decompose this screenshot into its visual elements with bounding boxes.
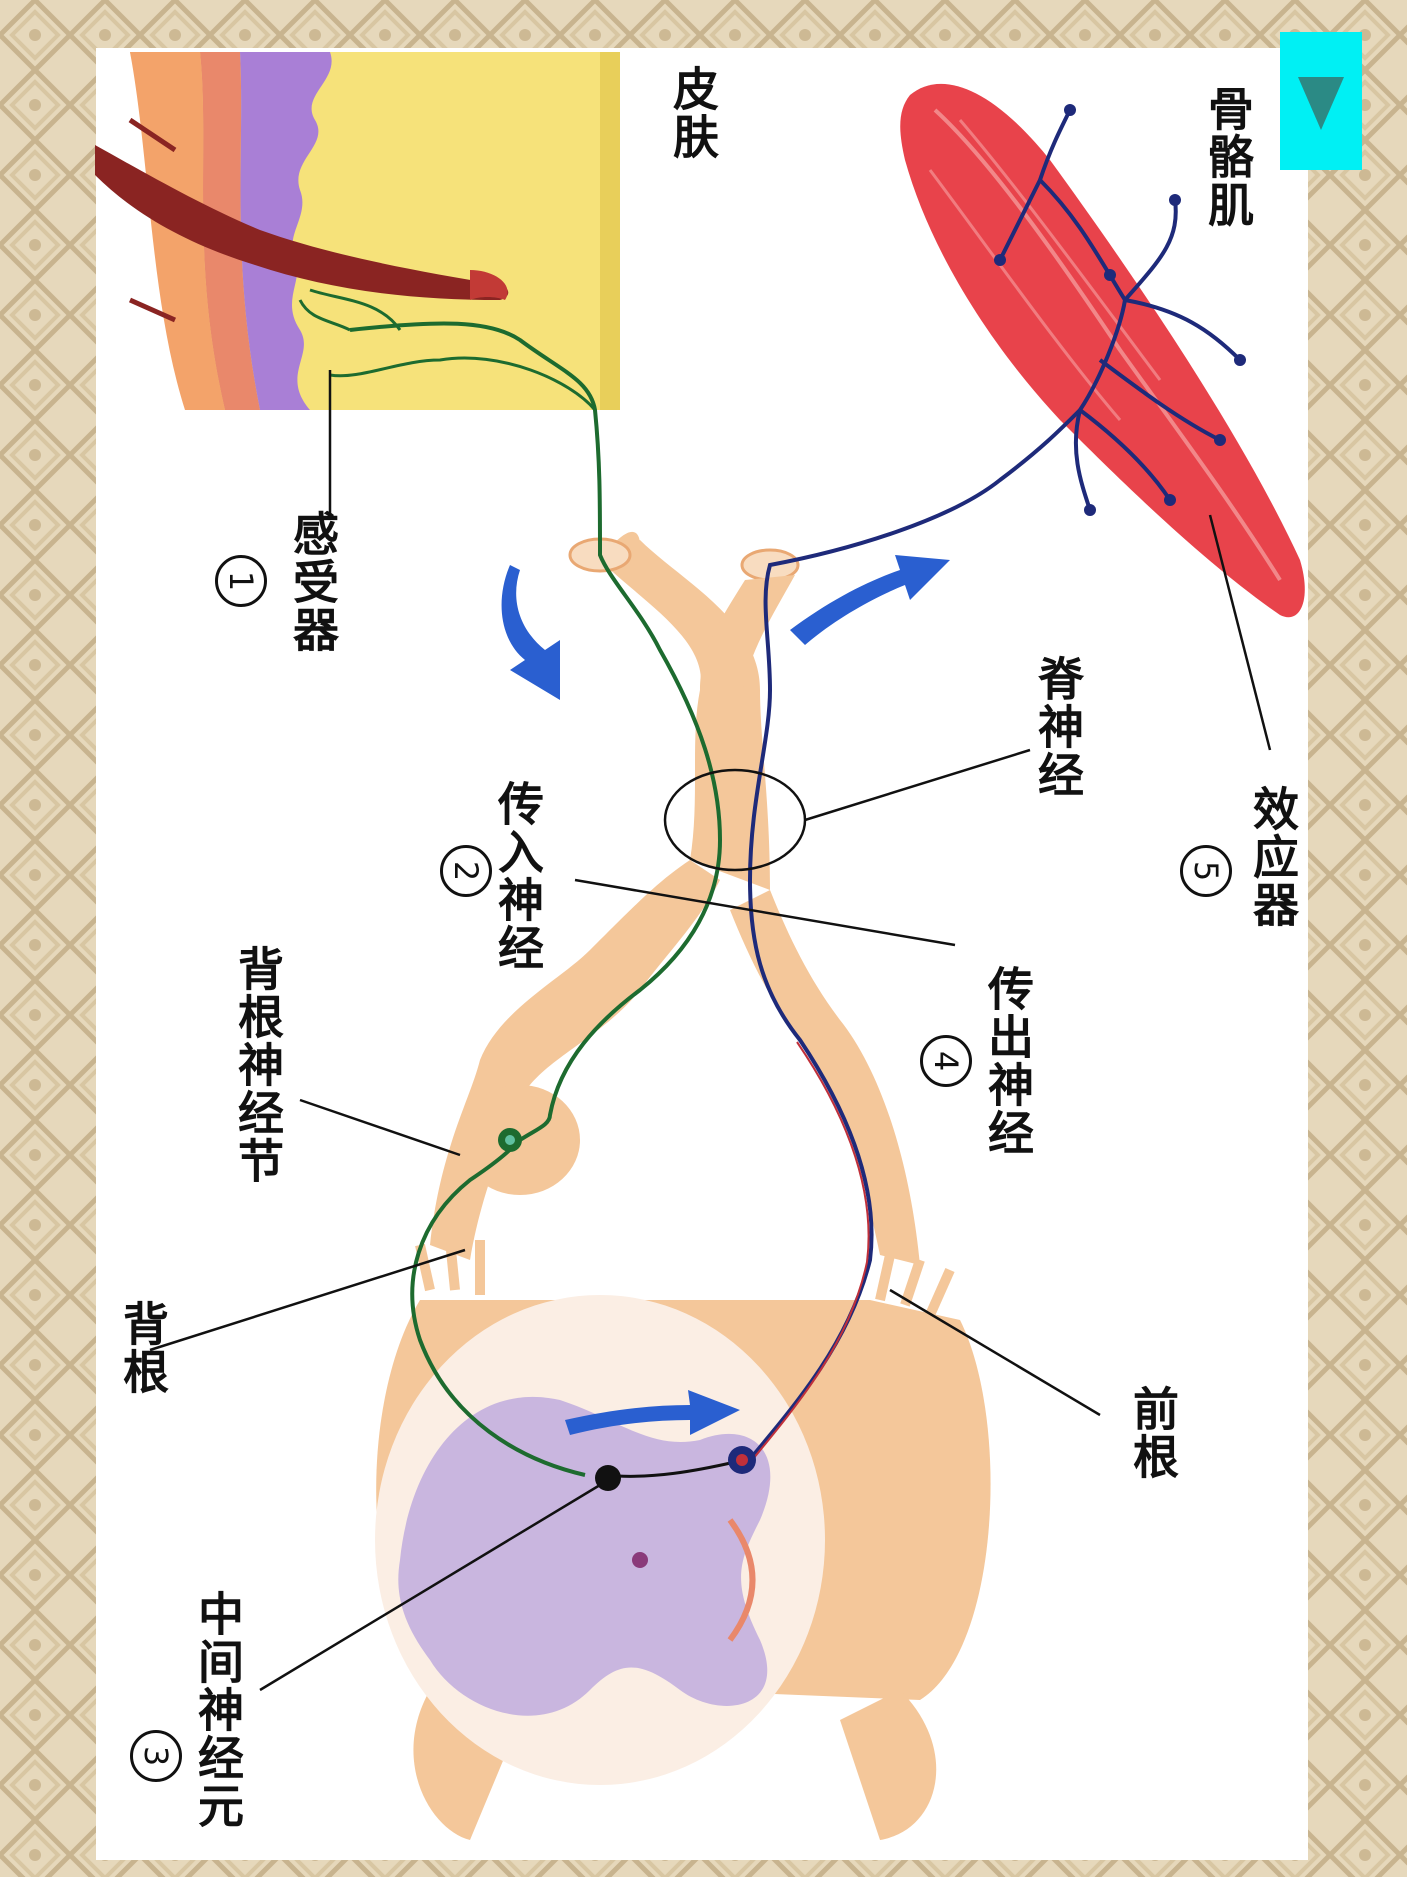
- spinal-cord: [375, 1240, 991, 1840]
- label-dorsal-root-ganglion: 背根神经节: [235, 945, 281, 1185]
- label-spinal-nerve: 脊神经: [1035, 655, 1081, 799]
- number-receptor: 1: [215, 555, 267, 607]
- label-efferent-nerve: 传出神经: [985, 965, 1031, 1157]
- label-interneuron: 中间神经元: [195, 1590, 241, 1830]
- label-ventral-root: 前根: [1130, 1385, 1176, 1481]
- number-effector: 5: [1180, 845, 1232, 897]
- number-afferent-nerve: 2: [440, 845, 492, 897]
- next-slide-button[interactable]: [1280, 32, 1362, 170]
- label-skin: 皮肤: [670, 65, 716, 161]
- triangle-down-icon: [1280, 32, 1362, 170]
- number-interneuron: 3: [130, 1730, 182, 1782]
- label-receptor: 感受器: [290, 510, 336, 654]
- label-skeletal-muscle: 骨骼肌: [1205, 85, 1251, 229]
- label-effector: 效应器: [1250, 785, 1296, 929]
- number-efferent-nerve: 4: [920, 1035, 972, 1087]
- label-dorsal-root: 背根: [120, 1300, 166, 1396]
- label-afferent-nerve: 传入神经: [495, 780, 541, 972]
